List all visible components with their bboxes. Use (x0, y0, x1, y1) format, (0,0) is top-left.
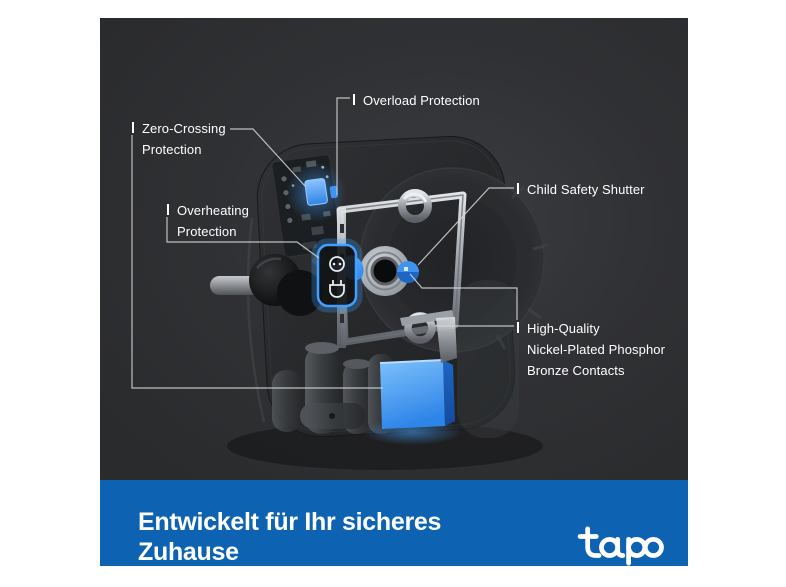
content-stage: Overload Protection Zero-Crossing Protec… (100, 18, 688, 566)
callout-overheating-protection: Overheating Protection (167, 200, 249, 242)
headline: Entwickelt für Ihr sicheres Zuhause (138, 507, 441, 567)
tapo-logo-glyphs (577, 526, 664, 566)
callout-overload-protection: Overload Protection (353, 90, 480, 111)
headline-banner: Entwickelt für Ihr sicheres Zuhause tapo (100, 480, 688, 566)
callout-bronze-contacts: High-Quality Nickel-Plated Phosphor Bron… (517, 318, 665, 381)
callout-label: Overheating (177, 203, 249, 218)
callout-child-safety-shutter: Child Safety Shutter (517, 179, 645, 200)
callout-label: Zero-Crossing (142, 121, 226, 136)
callout-label: Child Safety Shutter (527, 182, 645, 197)
tapo-logo: tapo (577, 526, 665, 566)
callout-label: Nickel-Plated Phosphor (527, 342, 666, 357)
callout-label: Protection (177, 224, 237, 239)
callout-tick (517, 322, 519, 333)
callout-tick (167, 204, 169, 215)
headline-line-1: Entwickelt für Ihr sicheres (138, 508, 442, 536)
callout-tick (353, 94, 355, 105)
callout-tick (517, 183, 519, 194)
headline-line-2: Zuhause (138, 538, 239, 566)
callout-label: High-Quality (527, 321, 600, 336)
callout-tick (132, 122, 134, 133)
dark-backdrop (100, 18, 688, 480)
callout-zero-crossing-protection: Zero-Crossing Protection (132, 118, 226, 160)
callout-label: Overload Protection (363, 93, 480, 108)
callout-label: Bronze Contacts (527, 363, 625, 378)
callout-label: Protection (142, 142, 202, 157)
